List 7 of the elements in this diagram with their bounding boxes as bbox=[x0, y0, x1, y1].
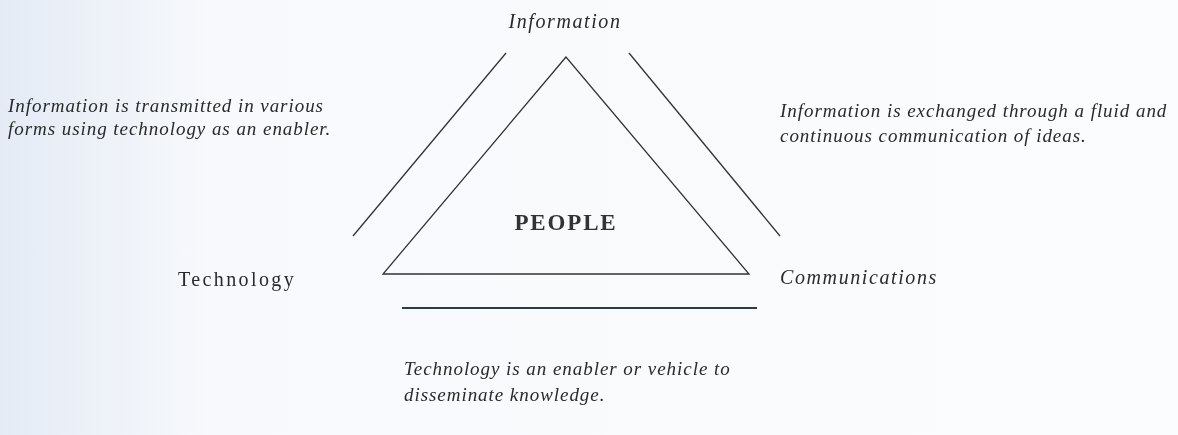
corner-label: Communications bbox=[780, 265, 939, 290]
description-text: Information is exchanged through a fluid and continuous communication of ideas. bbox=[780, 99, 1169, 148]
corner-label: Technology bbox=[178, 267, 298, 293]
corner-label: Information bbox=[507, 9, 623, 35]
center-label: PEOPLE bbox=[514, 209, 618, 237]
description-text: Information is transmitted in various forms using technology as an enabler. bbox=[8, 94, 333, 140]
description-text: Technology is an enabler or vehicle to disseminate knowledge. bbox=[404, 357, 732, 407]
